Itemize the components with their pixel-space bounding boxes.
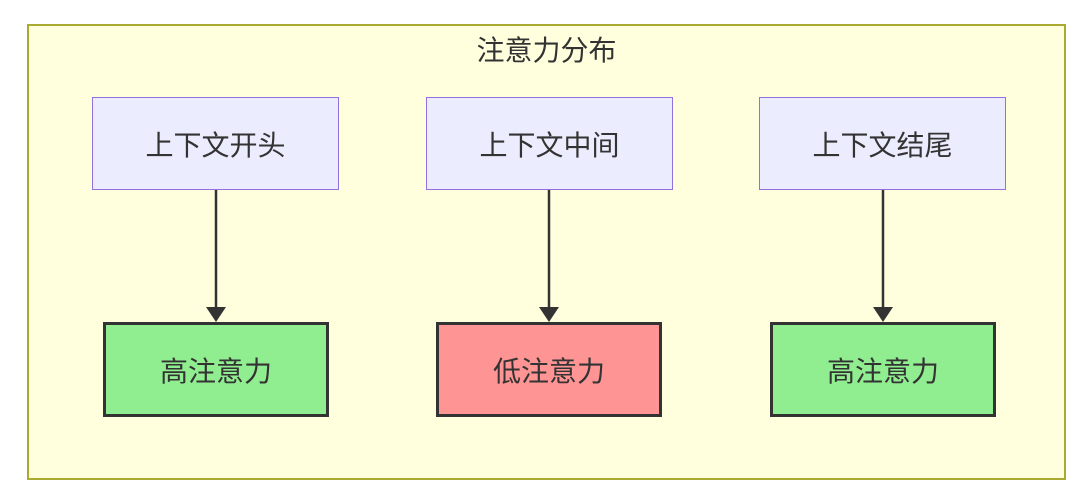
node-context-middle: 上下文中间 [426,97,673,190]
node-context-end: 上下文结尾 [759,97,1006,190]
node-high-attention-end: 高注意力 [770,322,996,417]
arrow-start-to-high [206,190,226,322]
node-label: 上下文开头 [145,129,286,161]
node-context-start: 上下文开头 [92,97,339,190]
node-label: 上下文结尾 [812,129,953,161]
arrowhead-icon [206,307,226,322]
arrow-middle-to-low [539,190,559,322]
node-high-attention-start: 高注意力 [103,322,329,417]
node-low-attention-middle: 低注意力 [436,322,662,417]
arrowhead-icon [873,307,893,322]
node-label: 上下文中间 [479,129,620,161]
arrowhead-icon [539,307,559,322]
node-label: 低注意力 [492,355,605,387]
node-label: 高注意力 [159,355,272,387]
attention-distribution-cluster: 注意力分布 上下文开头 上下文中间 上下文结尾 [27,24,1066,480]
diagram-title: 注意力分布 [476,35,617,66]
arrow-end-to-high [873,190,893,322]
node-label: 高注意力 [826,355,939,387]
